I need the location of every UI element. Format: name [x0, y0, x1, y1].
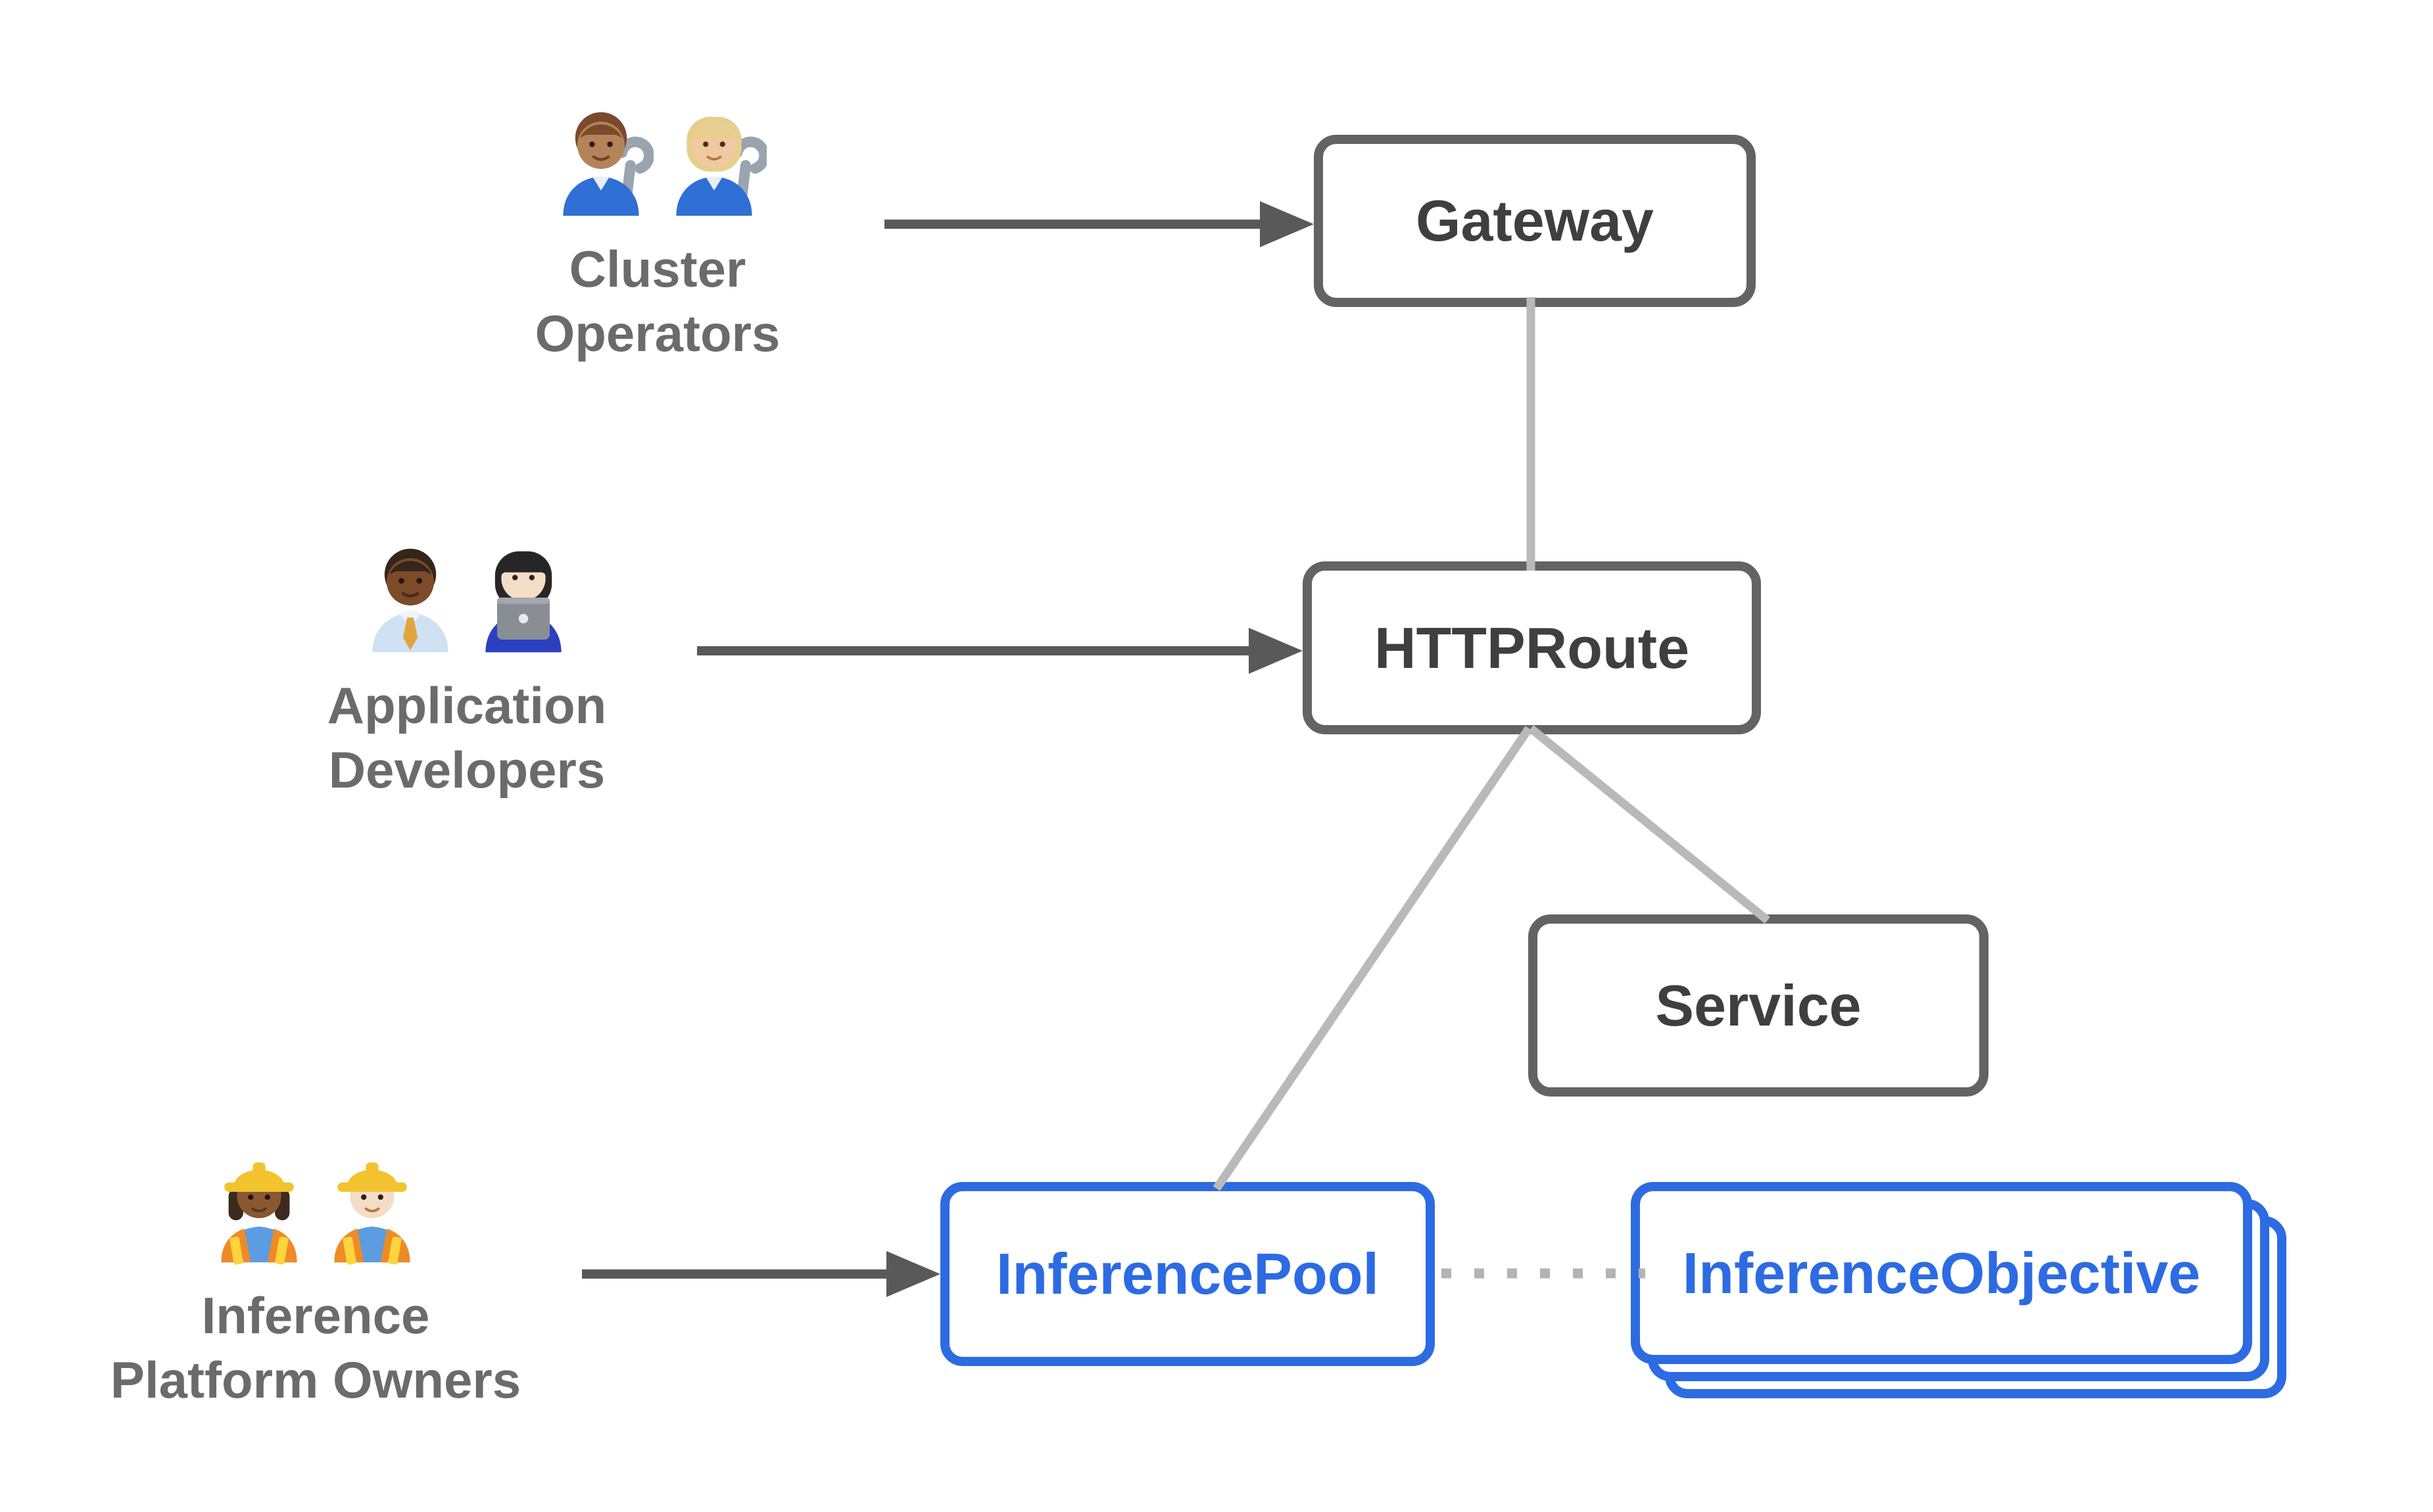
arrow-platform-owners-to-inferencepool — [582, 1251, 940, 1297]
persona-label-line-2: Operators — [535, 304, 781, 363]
man-mechanic-emoji — [563, 112, 654, 216]
node-inferenceobjective: InferenceObjective — [1631, 1182, 2252, 1364]
persona-cluster-operators: Cluster Operators — [441, 97, 875, 366]
node-gateway: Gateway — [1314, 135, 1756, 307]
node-service: Service — [1528, 914, 1988, 1097]
node-label-service: Service — [1655, 972, 1862, 1038]
node-label-inferencepool: InferencePool — [996, 1241, 1379, 1306]
node-label-httproute: HTTPRoute — [1374, 615, 1690, 680]
arrowhead-icon — [1260, 201, 1314, 247]
persona-label-line-2: Developers — [328, 741, 606, 799]
woman-construction-worker-emoji — [221, 1162, 297, 1265]
edge-httproute-inferencepool — [1213, 726, 1533, 1191]
persona-inference-platform-owners: Inference Platform Owners — [99, 1144, 533, 1413]
persona-label-line-1: Cluster — [569, 240, 746, 298]
woman-technologist-emoji — [485, 551, 562, 653]
arrowhead-icon — [1249, 628, 1303, 674]
persona-label-line-1: Inference — [201, 1287, 430, 1344]
man-office-worker-emoji — [372, 548, 448, 653]
woman-mechanic-emoji — [676, 116, 767, 216]
arrowhead-icon — [886, 1251, 940, 1297]
persona-label: Cluster Operators — [535, 237, 781, 366]
persona-label: Inference Platform Owners — [110, 1283, 521, 1413]
persona-label-line-1: Application — [327, 676, 607, 734]
persona-application-developers: Application Developers — [250, 534, 684, 803]
node-label-inferenceobjective: InferenceObjective — [1682, 1240, 2201, 1306]
persona-label: Application Developers — [327, 673, 607, 803]
arrow-application-developers-to-httproute — [697, 628, 1303, 674]
man-construction-worker-emoji — [334, 1162, 410, 1265]
arrow-cluster-operators-to-gateway — [884, 201, 1314, 247]
persona-label-line-2: Platform Owners — [110, 1351, 521, 1409]
node-inferencepool: InferencePool — [940, 1182, 1435, 1366]
edge-httproute-service — [1528, 724, 1771, 924]
persona-icons — [206, 1144, 425, 1266]
persona-icons — [358, 534, 576, 656]
node-label-gateway: Gateway — [1416, 188, 1654, 253]
persona-icons — [548, 97, 767, 220]
node-httproute: HTTPRoute — [1303, 561, 1761, 734]
